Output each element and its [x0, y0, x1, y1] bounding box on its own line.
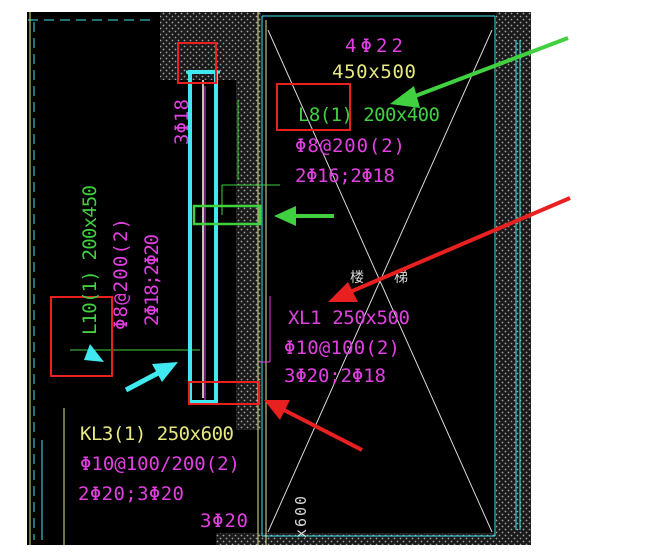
arrow-icon-green — [274, 36, 569, 226]
beam-outline-lines — [29, 12, 267, 545]
xl1-stirrup: Φ10@100(2) — [284, 337, 400, 359]
red-highlight-boxes — [50, 42, 351, 405]
wall-right-column — [236, 80, 261, 430]
l8-rebar: 2Φ16;2Φ18 — [295, 165, 395, 187]
arrow-icon-cyan — [84, 344, 178, 393]
xl1-rebar: 3Φ20;2Φ18 — [284, 365, 386, 387]
l8-stirrup: Φ8@200(2) — [295, 135, 405, 157]
l10-name: L10(1) 200x450 — [79, 185, 101, 335]
wall-bottom — [216, 533, 531, 545]
kl3-name: KL3(1) 250x600 — [80, 423, 234, 445]
stair-label-1: 楼 — [350, 270, 364, 286]
l10-stirrup: Φ8@200(2) — [110, 218, 132, 330]
wall-top-column — [160, 12, 261, 80]
top-beam-size: 450x500 — [332, 61, 416, 83]
vertical-beam — [186, 70, 220, 404]
arrow-icon-red — [264, 196, 571, 452]
kl3-stirrup: Φ10@100/200(2) — [80, 453, 240, 475]
vertical-rebar: 3Φ18 — [171, 99, 193, 145]
l8-name: L8(1) 200x400 — [298, 104, 440, 126]
l10-rebar: 2Φ18;2Φ20 — [141, 234, 163, 326]
xl1-name: XL1 250x500 — [288, 307, 410, 329]
leader-lines — [204, 86, 271, 400]
kl3-rebar: 2Φ20;3Φ20 — [78, 483, 184, 505]
wall-right-edge — [496, 12, 531, 545]
stair-label-2: 梯 — [394, 270, 408, 286]
bottom-rebar: 3Φ20 — [200, 510, 248, 532]
bottom-size: x600 — [292, 496, 310, 538]
green-beam-crossing — [192, 204, 262, 226]
drawing-area — [27, 12, 531, 545]
grid-lines — [28, 15, 521, 540]
